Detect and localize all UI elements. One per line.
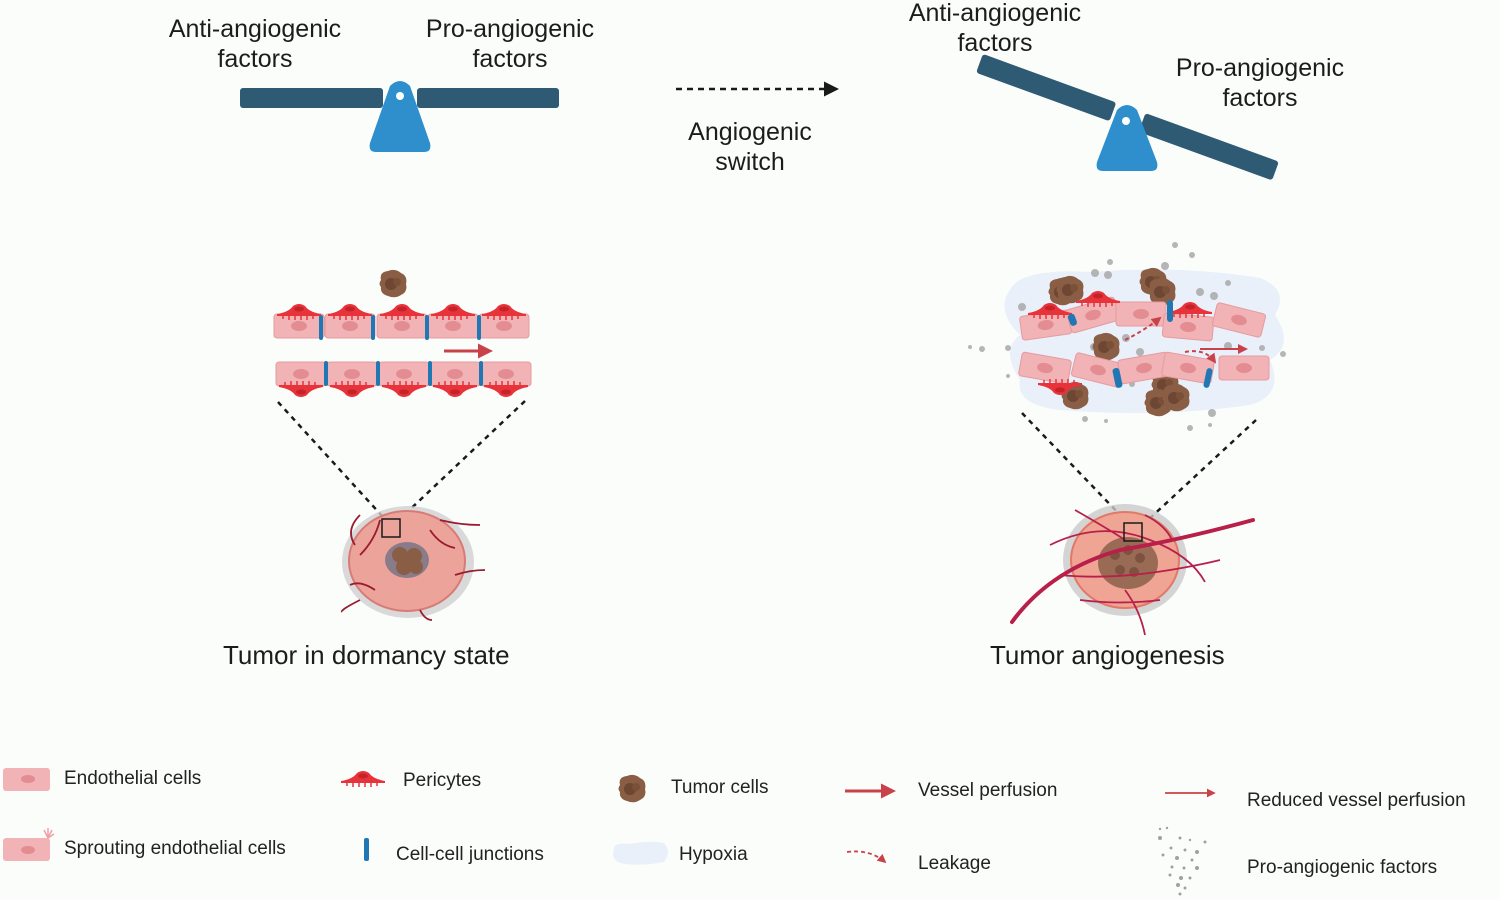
zoom-line bbox=[1021, 412, 1126, 521]
left-balance-scale bbox=[240, 81, 559, 152]
right-beam-right bbox=[1139, 113, 1279, 180]
legend-label-tumor-cells: Tumor cells bbox=[671, 777, 769, 798]
zoom-line bbox=[1147, 419, 1257, 521]
tumor-cell-icon bbox=[618, 774, 646, 803]
label-line: Pro-angiogenic bbox=[1175, 54, 1345, 82]
upper-endothelial-row bbox=[273, 303, 530, 340]
hypoxia-region bbox=[1004, 269, 1284, 414]
label-line: Pro-angiogenic bbox=[425, 15, 595, 43]
label-line: switch bbox=[715, 148, 785, 176]
endothelial-cell-icon bbox=[3, 768, 50, 791]
legend bbox=[3, 768, 1216, 896]
label-line: factors bbox=[472, 45, 548, 73]
legend-label-vessel-perfusion: Vessel perfusion bbox=[918, 780, 1058, 801]
angiogenic-tumor bbox=[1010, 504, 1255, 636]
legend-label-cell-cell-junctions: Cell-cell junctions bbox=[396, 844, 544, 865]
leakage-arrow-icon bbox=[846, 850, 887, 864]
label-line: factors bbox=[217, 45, 293, 73]
disorganized-endothelial-cells bbox=[1017, 290, 1270, 396]
zoom-region-box bbox=[1123, 522, 1143, 542]
right-balance-scale bbox=[976, 54, 1279, 180]
cell-junction-icon bbox=[364, 838, 369, 861]
right-beam-left bbox=[976, 54, 1116, 121]
legend-label-sprouting-endothelial-cells: Sprouting endothelial cells bbox=[64, 838, 286, 859]
pivot-icon bbox=[396, 92, 404, 100]
hypoxia-icon bbox=[613, 841, 668, 865]
legend-label-hypoxia: Hypoxia bbox=[679, 844, 748, 865]
tumor-cell-icon bbox=[379, 269, 407, 298]
angiogenic-switch-label: Angiogenic switch bbox=[650, 117, 850, 177]
label-line: Anti-angiogenic bbox=[168, 15, 342, 43]
zoom-line bbox=[277, 401, 384, 518]
right-anti-angiogenic-label: Anti-angiogenic factors bbox=[880, 0, 1110, 58]
leaky-vessel bbox=[968, 242, 1286, 431]
pericyte-icon bbox=[340, 770, 386, 788]
left-anti-angiogenic-label: Anti-angiogenic factors bbox=[140, 14, 370, 74]
angiogenesis-caption: Tumor angiogenesis bbox=[990, 640, 1225, 670]
label-line: factors bbox=[957, 29, 1033, 57]
legend-label-pro-angiogenic-factors: Pro-angiogenic factors bbox=[1247, 857, 1438, 878]
legend-label-leakage: Leakage bbox=[918, 853, 991, 874]
left-beam-left bbox=[240, 88, 383, 108]
lower-endothelial-row bbox=[275, 361, 532, 398]
dormancy-caption: Tumor in dormancy state bbox=[223, 640, 510, 670]
fulcrum-icon bbox=[1096, 105, 1158, 171]
legend-label-reduced-vessel-perfusion: Reduced vessel perfusion bbox=[1247, 790, 1466, 811]
legend-label-pericytes: Pericytes bbox=[403, 770, 482, 791]
leakage-arrow bbox=[1184, 350, 1217, 364]
blood-vessel bbox=[1010, 518, 1255, 624]
label-line: Anti-angiogenic bbox=[908, 0, 1082, 27]
normal-vessel bbox=[273, 269, 532, 398]
zoom-region-box bbox=[381, 518, 401, 538]
fulcrum-icon bbox=[369, 81, 431, 152]
label-line: factors bbox=[1222, 84, 1298, 112]
left-beam-right bbox=[417, 88, 559, 108]
label-line: Angiogenic bbox=[688, 118, 812, 146]
zoom-line bbox=[401, 400, 526, 518]
left-pro-angiogenic-label: Pro-angiogenic factors bbox=[400, 14, 620, 74]
leakage-arrow bbox=[1124, 316, 1162, 341]
right-pro-angiogenic-label: Pro-angiogenic factors bbox=[1150, 53, 1370, 113]
legend-label-endothelial-cells: Endothelial cells bbox=[64, 768, 202, 789]
pro-angiogenic-factors-icon bbox=[1158, 826, 1207, 896]
pivot-icon bbox=[1122, 117, 1130, 125]
sprouting-endothelial-cell-icon bbox=[3, 828, 55, 861]
dormant-tumor bbox=[340, 506, 486, 621]
